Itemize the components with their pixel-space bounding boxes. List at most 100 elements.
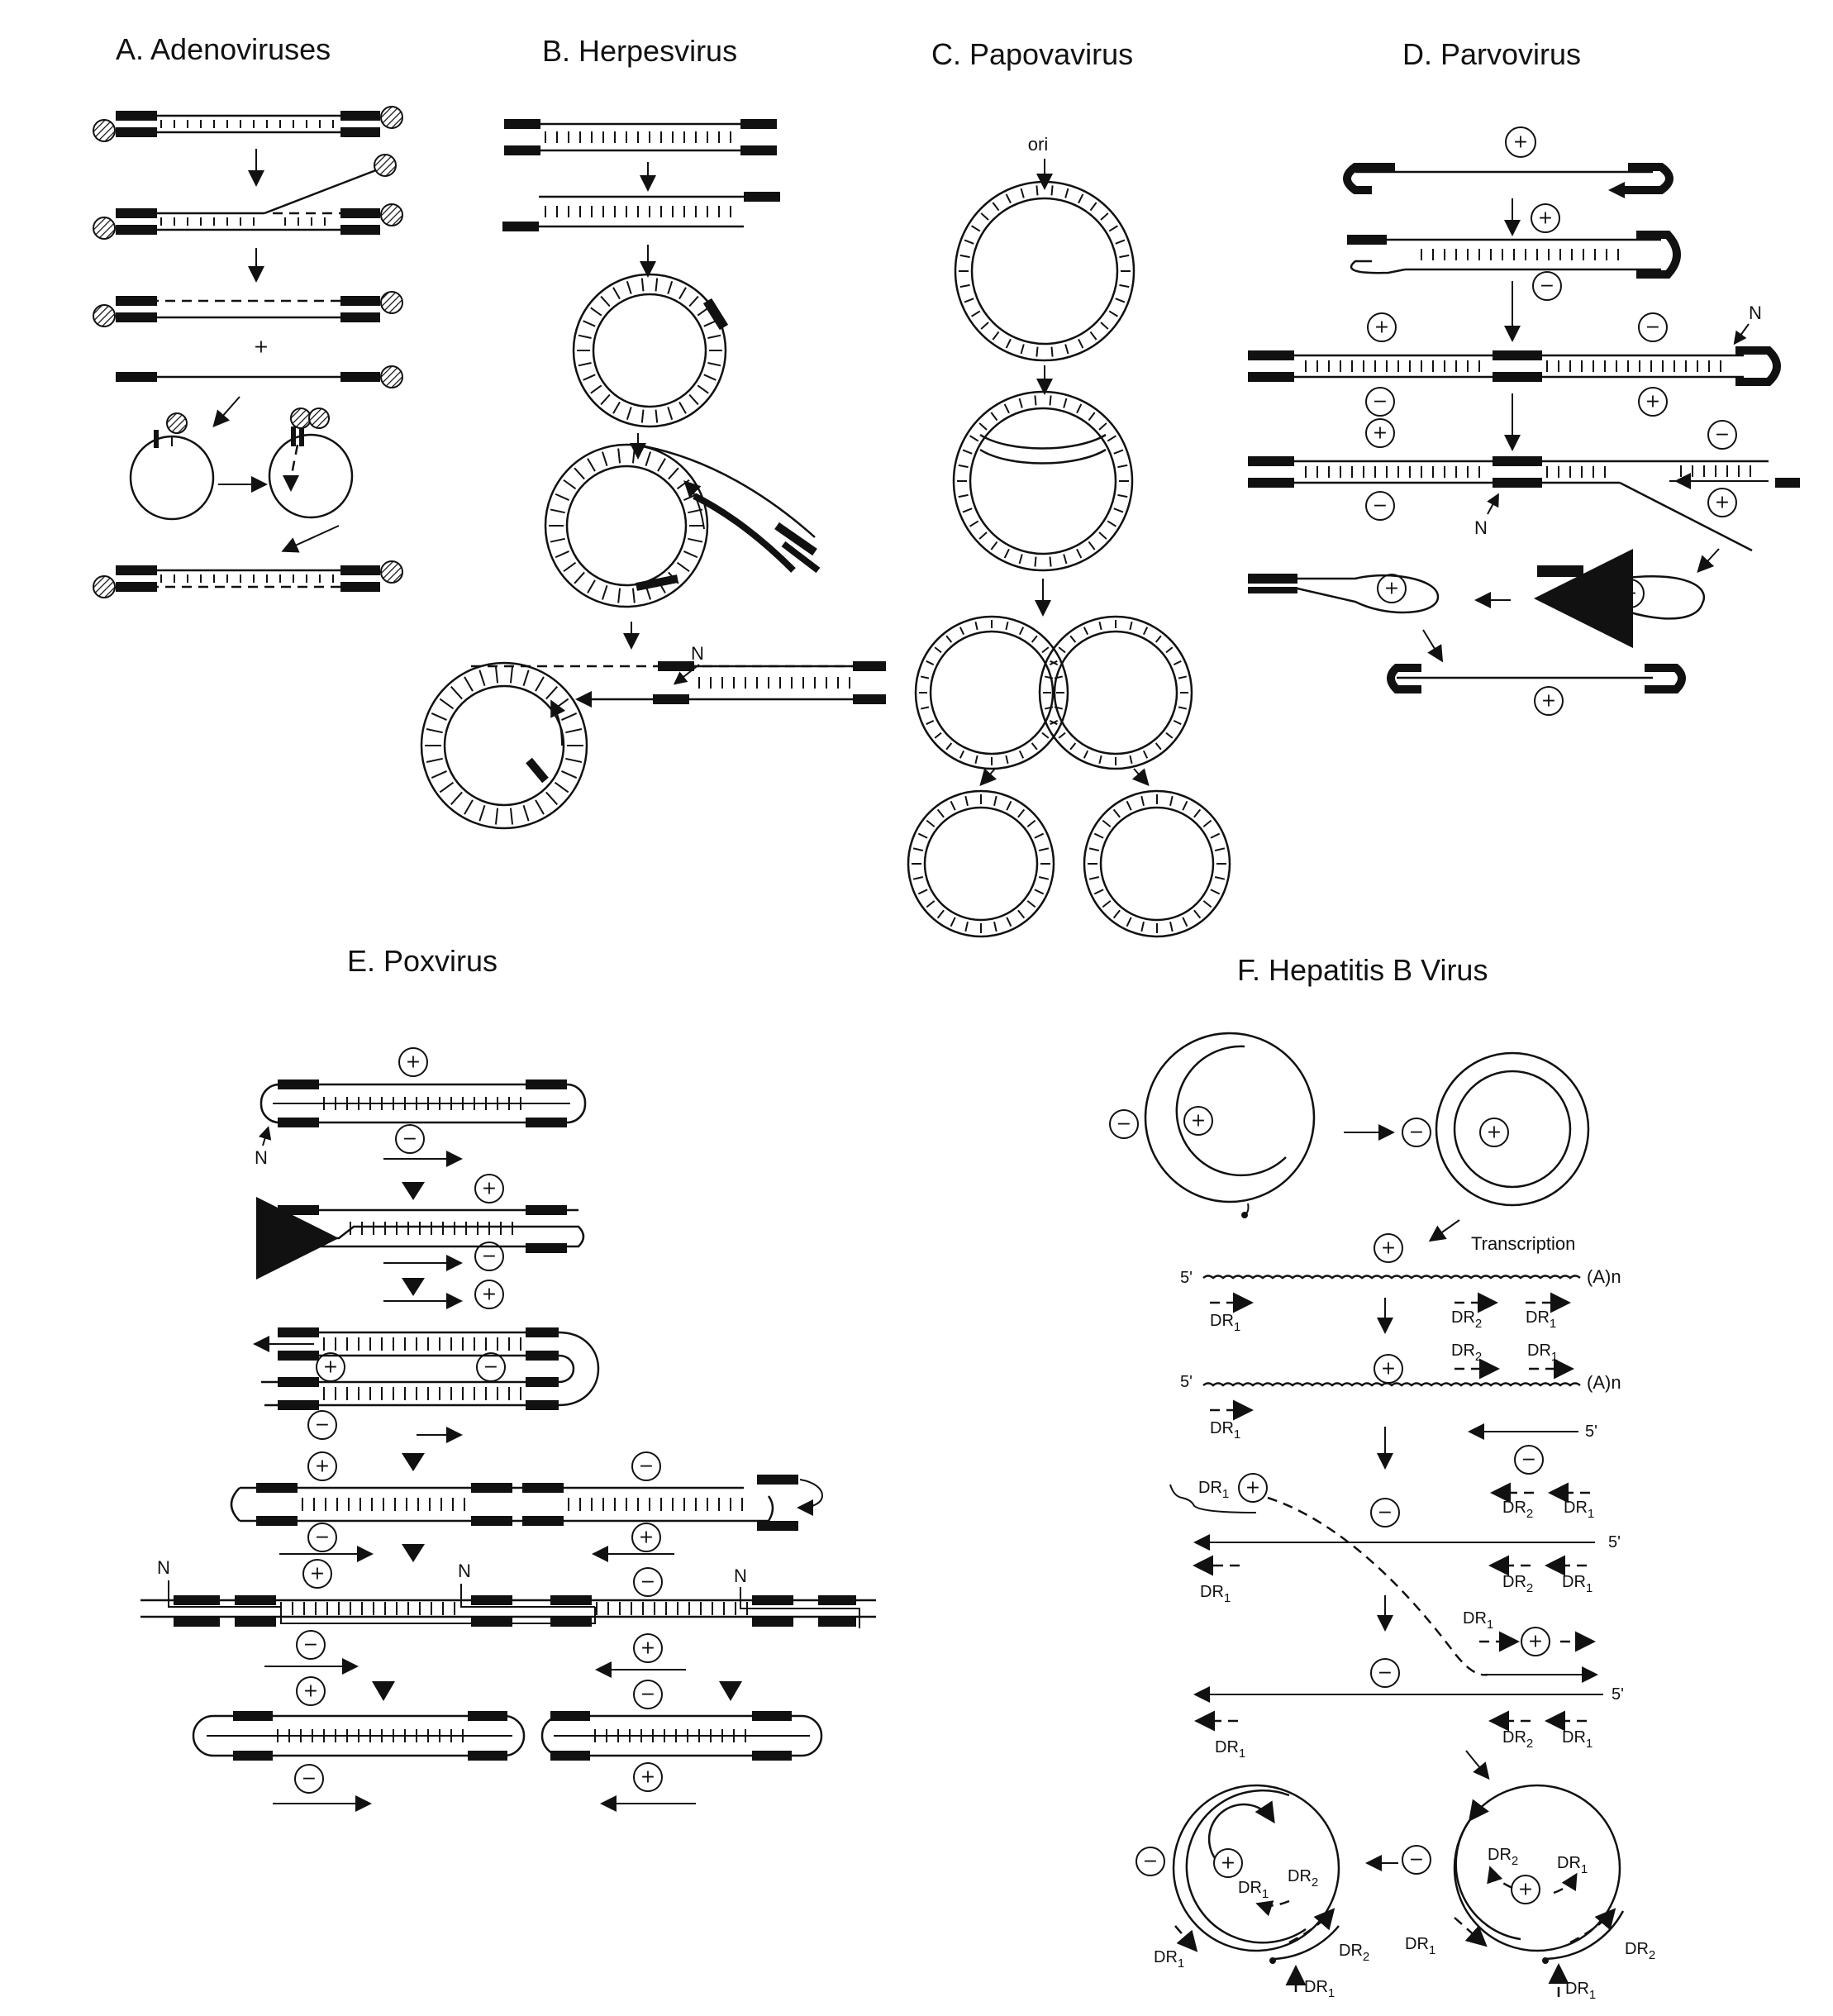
arrow-down-icon: [719, 1681, 742, 1701]
adeno-single-strand: [116, 365, 403, 388]
base-pair-tick: [1078, 193, 1084, 204]
minus-sign: −: [639, 1456, 654, 1477]
base-pair-tick: [1005, 338, 1012, 349]
dr2-label: DR2: [1488, 1846, 1518, 1868]
base-pair-tick: [578, 334, 592, 340]
minus-sign: −: [482, 1246, 497, 1267]
base-pair-tick: [464, 676, 474, 692]
base-pair-tick: [1050, 346, 1054, 357]
base-pair-tick: [990, 412, 998, 422]
base-pair-tick: [917, 889, 928, 895]
base-pair-tick: [1155, 635, 1162, 643]
base-pair-tick: [1107, 520, 1116, 527]
pox-nicked-unfolded: [256, 1197, 585, 1280]
base-pair-tick: [1044, 706, 1054, 710]
base-pair-tick: [920, 706, 930, 710]
ori-label: ori: [1028, 134, 1048, 155]
base-pair-tick: [450, 685, 463, 700]
plus-sign: +: [1374, 317, 1389, 338]
panel-f-title: F. Hepatitis B Virus: [1237, 953, 1488, 987]
base-pair-tick: [657, 458, 666, 472]
base-pair-tick: [964, 795, 969, 807]
base-pair-tick: [1038, 876, 1050, 880]
plus-sign: +: [1245, 1478, 1260, 1499]
base-pair-tick: [1112, 909, 1121, 919]
base-pair-tick: [602, 451, 608, 467]
plus-sign: +: [1518, 1880, 1533, 1900]
adeno-duplex: [93, 106, 403, 142]
arrow-down-icon: [402, 1544, 425, 1562]
minus-sign: −: [640, 1572, 655, 1593]
base-pair-tick: [959, 284, 970, 288]
base-pair-tick: [494, 808, 499, 825]
arrow-icon: [979, 768, 997, 786]
five-prime-label: 5': [1180, 1269, 1193, 1287]
base-pair-tick: [945, 742, 953, 751]
base-pair-tick: [574, 571, 585, 584]
base-pair-tick: [640, 409, 645, 423]
base-pair-tick: [978, 531, 988, 540]
minus-sign: −: [640, 1685, 655, 1705]
base-pair-tick: [439, 698, 455, 710]
base-pair-tick: [655, 278, 659, 292]
base-pair-tick: [509, 666, 514, 684]
base-pair-tick: [990, 541, 998, 550]
base-pair-tick: [1214, 876, 1226, 880]
plus-sign: +: [482, 1179, 497, 1199]
base-pair-tick: [980, 212, 989, 221]
polya-label: (A)n: [1587, 1372, 1621, 1393]
base-pair-tick: [1102, 900, 1112, 908]
plus-sign: +: [254, 337, 269, 358]
base-pair-tick: [1083, 627, 1089, 636]
base-pair-tick: [1193, 909, 1202, 919]
base-pair-tick: [600, 393, 611, 406]
parvo-resolution: [1248, 456, 1800, 552]
minus-sign: −: [402, 1129, 417, 1150]
base-pair-tick: [1210, 832, 1221, 839]
dr1-label: DR1: [1405, 1935, 1435, 1957]
base-pair-tick: [439, 781, 455, 794]
base-pair-tick: [574, 467, 585, 480]
papova-theta: [952, 390, 1134, 572]
base-pair-tick: [917, 832, 928, 839]
nick-label: N: [458, 1561, 471, 1581]
base-pair-tick: [962, 449, 973, 455]
plus-sign: +: [310, 1564, 325, 1585]
base-pair-tick: [587, 579, 596, 593]
base-pair-tick: [1214, 847, 1226, 851]
base-pair-tick: [426, 728, 443, 734]
plus-sign: +: [482, 1284, 497, 1305]
panel-b-herpesvirus: N: [420, 119, 886, 830]
base-pair-tick: [964, 921, 969, 932]
base-pair-tick: [974, 621, 978, 631]
rna-primer: [1169, 1484, 1257, 1513]
base-pair-tick: [950, 800, 956, 811]
base-pair-tick: [1119, 284, 1130, 288]
base-pair-tick: [612, 287, 621, 300]
base-pair-tick: [703, 374, 717, 381]
base-pair-tick: [1173, 660, 1182, 666]
plus-sign: +: [406, 1052, 421, 1073]
base-pair-tick: [555, 550, 569, 559]
base-pair-tick: [1076, 548, 1083, 559]
herpes-resected: [502, 192, 780, 231]
base-pair-tick: [1088, 847, 1100, 851]
minus-sign: −: [1378, 1503, 1393, 1523]
dr2-label: DR2: [1502, 1499, 1533, 1521]
herpes-rolling-circle: [544, 443, 821, 608]
base-pair-tick: [1018, 398, 1023, 408]
panel-c-title: C. Papovavirus: [931, 37, 1133, 71]
base-pair-tick: [1005, 755, 1009, 765]
base-pair-tick: [1017, 909, 1026, 919]
base-pair-tick: [1089, 202, 1097, 212]
base-pair-tick: [974, 755, 978, 765]
panel-d-parvovirus: + + − + − N: [1248, 126, 1800, 716]
dr1-label: DR1: [1154, 1948, 1184, 1971]
base-pair-tick: [1165, 646, 1174, 654]
dr1-label: DR1: [1215, 1738, 1245, 1761]
minus-sign: −: [315, 1415, 330, 1436]
nick-label: N: [734, 1566, 747, 1586]
base-pair-tick: [1117, 493, 1128, 498]
pregenomic-rna: [1202, 1382, 1581, 1387]
